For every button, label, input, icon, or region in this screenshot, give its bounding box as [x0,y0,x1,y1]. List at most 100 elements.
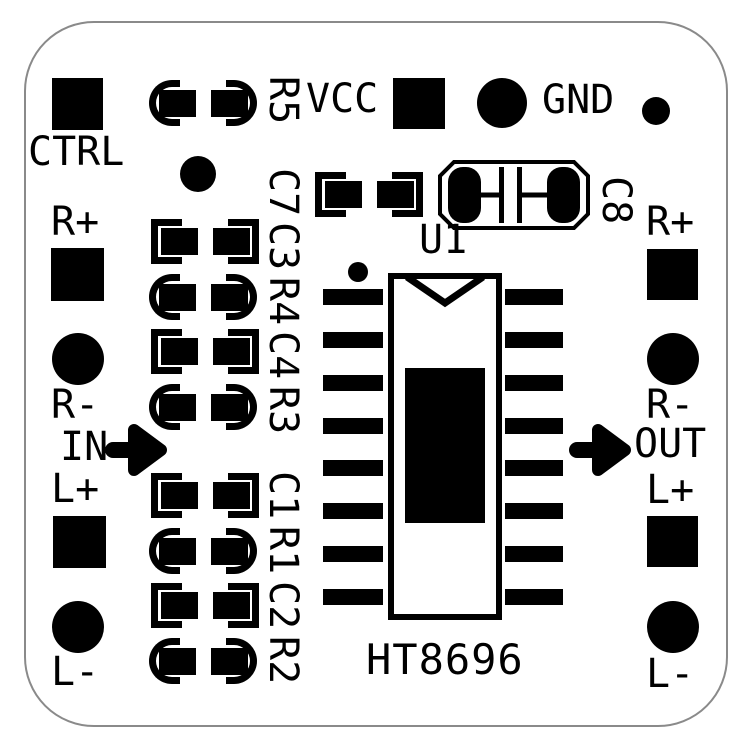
r-minus-left-label: R- [51,382,100,428]
footprint-c4 [151,329,259,374]
cap-plate [499,167,504,223]
smd-pad [159,90,196,117]
smd-pad [211,394,248,421]
l-minus-right-pad [647,601,699,653]
ic-pin [323,589,383,605]
r-plus-right-pad [647,249,698,300]
board-outline [24,21,728,727]
bracket [149,80,180,126]
bracket [226,274,257,320]
r1-refdes: R1 [260,526,306,575]
smd-pad [161,592,198,619]
smd-pad [211,284,248,311]
bracket [228,219,259,264]
bracket [149,274,180,320]
footprint-r2 [149,638,257,684]
vcc-pad [393,78,445,129]
footprint-r1 [149,528,257,574]
bracket [392,172,423,217]
ic-pin [505,289,563,305]
l-minus-right-label: L- [646,651,695,697]
ic-pin [323,375,383,391]
l-plus-right-pad [647,516,698,567]
bracket [149,638,180,684]
bracket [151,583,182,628]
r-plus-left-pad [51,248,104,301]
ic-pin [505,503,563,519]
ic-pin [323,503,383,519]
smd-pad [325,181,362,208]
pin1-dot [348,262,368,282]
smd-pad [213,592,250,619]
smd-pad [159,284,196,311]
l-plus-right-label: L+ [646,467,695,513]
bracket [226,528,257,574]
ic-pin [323,289,383,305]
cap-plate [517,167,522,223]
r-minus-right-pad [647,333,699,385]
bracket [315,172,346,217]
smd-pad [211,90,248,117]
in-label: IN [60,424,109,470]
footprint-c2 [151,583,259,628]
smd-pad [377,181,414,208]
footprint-c1 [151,473,259,518]
smd-pad [211,538,248,565]
mount-hole-dot [642,97,670,125]
bracket [149,384,180,430]
footprint-r3 [149,384,257,430]
out-label: OUT [634,421,707,467]
ic-pin [323,546,383,562]
bracket [228,583,259,628]
part-number-label: HT8696 [366,635,524,684]
footprint-c3 [151,219,259,264]
ic-pin [505,418,563,434]
c4-refdes: C4 [260,331,306,380]
r-plus-right-label: R+ [646,199,695,245]
gnd-label: GND [542,77,615,123]
smd-pad [161,338,198,365]
ic-thermal-pad [405,368,485,523]
out-arrow-icon [569,424,631,476]
ic-notch [405,274,485,308]
bracket [226,638,257,684]
r-plus-left-label: R+ [51,199,100,245]
smd-pad [213,338,250,365]
gnd-pad [477,78,527,128]
l-minus-left-pad [52,601,104,653]
smd-pad [159,394,196,421]
bracket [149,528,180,574]
c3-refdes: C3 [260,222,306,271]
vcc-label: VCC [306,76,379,122]
bracket [151,473,182,518]
smd-pad [161,228,198,255]
ic-pin [505,375,563,391]
r3-refdes: R3 [260,386,306,435]
c2-refdes: C2 [260,581,306,630]
c8-pad [448,167,481,223]
smd-pad [161,482,198,509]
bracket [228,473,259,518]
c1-refdes: C1 [260,471,306,520]
c8-refdes: C8 [593,176,639,225]
ic-pin [323,460,383,476]
bracket [151,329,182,374]
r5-refdes: R5 [260,76,306,125]
bracket [151,219,182,264]
bracket [226,80,257,126]
l-minus-left-label: L- [51,649,100,695]
smd-pad [159,538,196,565]
u1-refdes: U1 [419,217,468,263]
smd-pad [159,648,196,675]
footprint-r5 [149,80,257,126]
ctrl-label: CTRL [28,129,125,175]
bracket [226,384,257,430]
r2-refdes: R2 [260,636,306,685]
bracket [228,329,259,374]
footprint-r4 [149,274,257,320]
c7-refdes: C7 [260,168,306,217]
ic-pin [323,332,383,348]
in-arrow-icon [105,424,167,476]
ctrl-pad [52,78,103,130]
